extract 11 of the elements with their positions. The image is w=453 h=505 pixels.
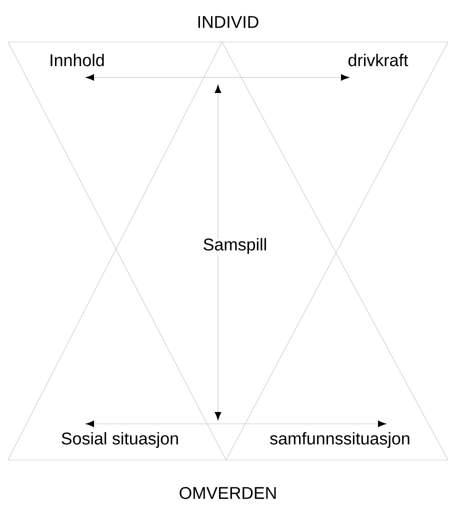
label-text: INDIVID: [198, 16, 258, 28]
label-text: drivkraft: [348, 54, 408, 66]
label-text: Sosial situasjon: [62, 432, 178, 448]
label-text: Innhold: [50, 54, 104, 66]
arrow: [86, 420, 386, 428]
arrow: [86, 74, 350, 81]
arrow: [214, 84, 222, 240]
label-text: OMVERDEN: [180, 486, 276, 500]
arrow: [214, 254, 222, 420]
label-text: samfunnssituasjon: [270, 432, 410, 448]
label-text: Samspill: [204, 238, 266, 254]
